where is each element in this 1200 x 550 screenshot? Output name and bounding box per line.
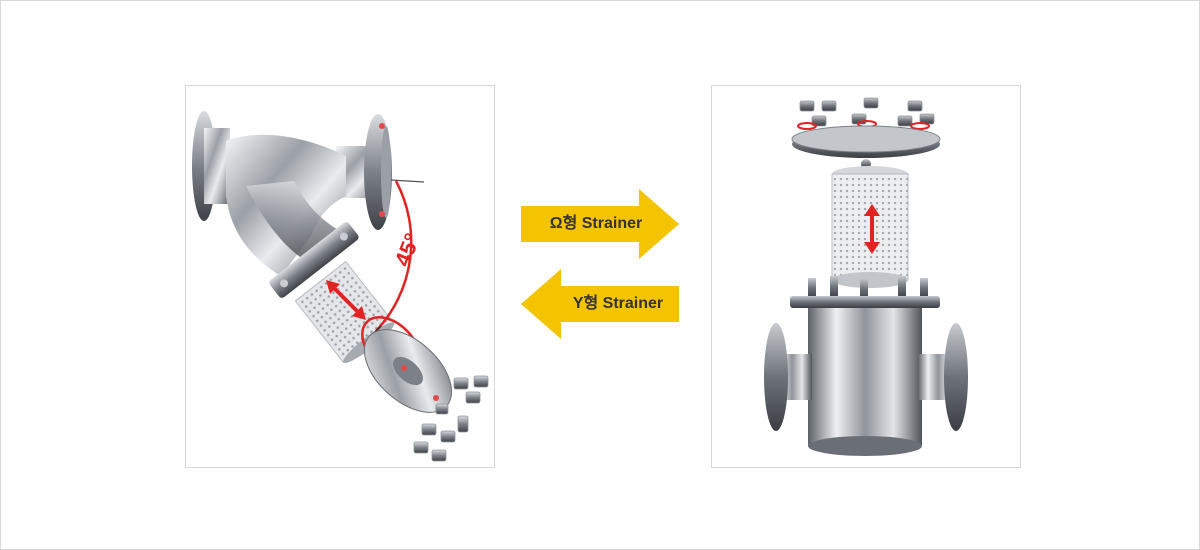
top-bolts bbox=[799, 97, 935, 127]
omega-strainer-illustration bbox=[764, 97, 968, 456]
screen-basket bbox=[831, 166, 909, 288]
bolts-and-nuts bbox=[413, 375, 489, 462]
omega-strainer-panel bbox=[711, 85, 1021, 468]
body-flange bbox=[790, 276, 940, 308]
outlet-flange bbox=[918, 323, 968, 431]
cover-plate bbox=[791, 125, 941, 169]
body-flange bbox=[269, 222, 359, 298]
angle-label: 45° bbox=[389, 230, 425, 270]
arrow-right-icon bbox=[521, 189, 679, 259]
arrow-left-icon bbox=[521, 269, 679, 339]
y-strainer-label: Y형 Strainer bbox=[572, 295, 664, 312]
strainer-body bbox=[808, 308, 922, 456]
omega-strainer-arrow: Ω형 Strainer bbox=[521, 189, 679, 259]
movement-arrow bbox=[864, 204, 880, 254]
y-strainer-arrow: Y형 Strainer bbox=[521, 269, 679, 339]
y-strainer-illustration: 45° bbox=[192, 111, 489, 462]
omega-strainer-label: Ω형 Strainer bbox=[549, 215, 643, 232]
outlet-flange bbox=[336, 114, 425, 230]
y-strainer-panel: 45° bbox=[185, 85, 495, 468]
inlet-flange bbox=[192, 111, 230, 221]
movement-arrow bbox=[326, 280, 366, 320]
inlet-flange bbox=[764, 323, 812, 431]
